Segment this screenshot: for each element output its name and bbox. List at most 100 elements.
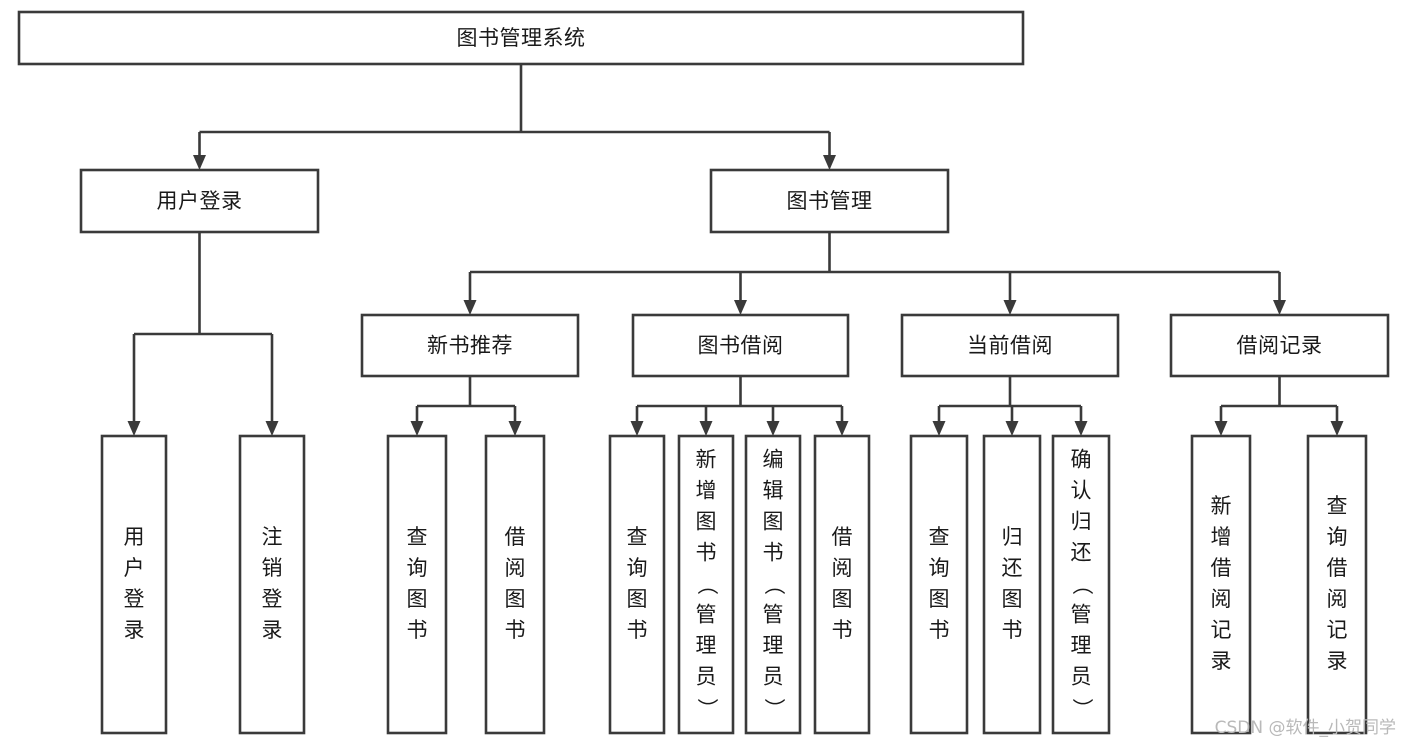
node-label-char: 编: [763, 448, 784, 472]
node-label-char: 还: [1071, 541, 1092, 565]
node-label-char: 书: [763, 541, 784, 565]
arrow-head-icon: [463, 300, 477, 315]
node-box: [709, 168, 950, 234]
node-box: [909, 434, 969, 735]
node-box: [484, 434, 546, 735]
node-box: [1169, 313, 1390, 378]
node-label-char: 增: [1211, 525, 1232, 549]
node-label-char: 销: [262, 556, 283, 580]
node-label-char: 书: [832, 618, 853, 642]
node-label-char: 管: [763, 603, 784, 627]
node-box: [100, 434, 168, 735]
node-user-login[interactable]: 用户登录: [79, 168, 320, 234]
node-box: [17, 10, 1025, 66]
nodes-layer: 图书管理系统用户登录图书管理新书推荐图书借阅当前借阅借阅记录用户登录注销登录查询…: [17, 10, 1390, 735]
arrow-head-icon: [127, 421, 141, 436]
arrow-head-icon: [1330, 421, 1344, 436]
node-box: [1051, 434, 1111, 735]
node-label-char: 查: [929, 525, 950, 549]
node-label-char: 认: [1071, 479, 1092, 503]
node-box: [900, 313, 1120, 378]
node-label-char: 查: [1327, 494, 1348, 518]
node-current-borrow[interactable]: 当前借阅: [900, 313, 1120, 378]
arrow-head-icon: [823, 155, 836, 170]
node-new-book-rec[interactable]: 新书推荐: [360, 313, 580, 378]
node-label-char: 管: [1071, 603, 1092, 627]
node-box: [982, 434, 1042, 735]
node-label-char: 询: [929, 556, 950, 580]
node-label-char: 增: [696, 479, 717, 503]
node-box: [238, 434, 306, 735]
node-label-char: ）: [695, 698, 719, 719]
arrow-head-icon: [193, 155, 206, 170]
node-label-char: 书: [407, 618, 428, 642]
node-label-char: 书: [505, 618, 526, 642]
node-leaf-user-login[interactable]: 用户登录: [100, 434, 168, 735]
node-book-manage[interactable]: 图书管理: [709, 168, 950, 234]
node-label-char: 图: [505, 587, 526, 611]
arrow-head-icon: [699, 421, 713, 436]
node-book-borrow[interactable]: 图书借阅: [631, 313, 850, 378]
node-label-char: 录: [124, 618, 145, 642]
arrow-head-icon: [1005, 421, 1019, 436]
node-label-char: 理: [1071, 634, 1092, 658]
node-label: 借阅记录: [1237, 334, 1323, 358]
node-root[interactable]: 图书管理系统: [17, 10, 1025, 66]
node-label-char: （: [1070, 574, 1094, 595]
node-label: 用户登录: [157, 189, 243, 213]
node-label-char: 员: [1071, 665, 1092, 689]
node-label-char: 阅: [832, 556, 853, 580]
arrow-head-icon: [734, 300, 747, 315]
node-label-char: 管: [696, 603, 717, 627]
node-label-char: 户: [124, 556, 145, 580]
arrow-head-icon: [410, 421, 424, 436]
node-label-char: ）: [1070, 698, 1094, 719]
arrow-head-icon: [835, 421, 849, 436]
node-box: [677, 434, 735, 735]
node-label-char: 查: [627, 525, 648, 549]
node-label-char: 询: [627, 556, 648, 580]
node-label: 新书推荐: [427, 334, 513, 358]
node-label-char: 图: [696, 510, 717, 534]
arrow-head-icon: [1273, 300, 1286, 315]
node-label-char: 询: [1327, 525, 1348, 549]
node-borrow-record[interactable]: 借阅记录: [1169, 313, 1390, 378]
node-label-char: 借: [505, 525, 526, 549]
node-label-char: 录: [262, 618, 283, 642]
watermark-label: CSDN @软件_小贺同学: [1215, 718, 1396, 738]
node-box: [1190, 434, 1252, 735]
node-label-char: 登: [124, 587, 145, 611]
node-label-char: 注: [262, 525, 283, 549]
node-label-char: 员: [696, 665, 717, 689]
node-label-char: 辑: [763, 479, 784, 503]
node-label: 图书管理: [787, 189, 873, 213]
node-label-char: 图: [407, 587, 428, 611]
node-label-char: 图: [627, 587, 648, 611]
node-label-char: 阅: [1211, 587, 1232, 611]
arrow-head-icon: [1003, 300, 1017, 315]
node-label: 图书借阅: [698, 334, 784, 358]
